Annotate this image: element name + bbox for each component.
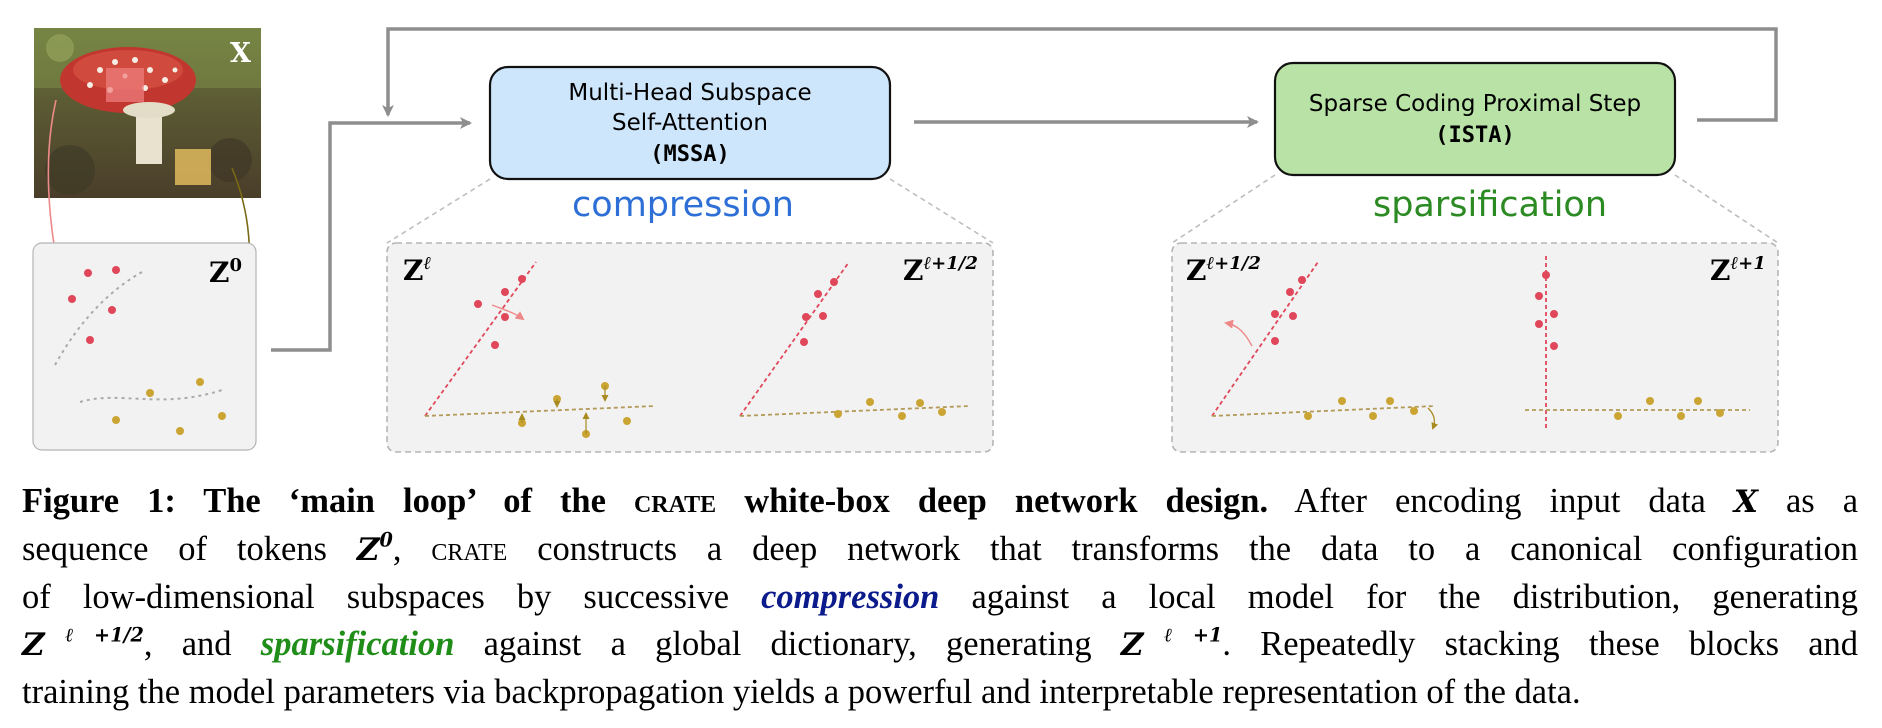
caption-compression-keyword: compression bbox=[761, 578, 940, 616]
red-patch-highlight bbox=[106, 68, 144, 102]
mssa-line1: Multi-Head Subspace bbox=[568, 80, 811, 106]
ista-block: Sparse Coding Proximal Step (ISTA) bbox=[1273, 61, 1677, 177]
caption-figure-label: Figure 1: The ‘main loop’ of the bbox=[22, 482, 606, 520]
caption-math-z-half: Zℓ+1/2 bbox=[22, 623, 144, 663]
mssa-panel-left-label: Zℓ bbox=[403, 253, 431, 287]
caption-sparsification-keyword: sparsification bbox=[260, 625, 455, 663]
yellow-patch-highlight bbox=[175, 149, 211, 185]
caption-text: as a bbox=[1785, 482, 1859, 520]
input-x-label: X bbox=[230, 38, 251, 69]
crate-main-loop-figure: X Z0 Multi-Head Subspace Self-Attention … bbox=[32, 27, 1779, 453]
ista-abbrev: (ISTA) bbox=[1435, 123, 1514, 148]
caption-text: of low-dimensional subspaces by successi… bbox=[22, 578, 730, 616]
caption-text: , and bbox=[143, 625, 232, 663]
caption-text: training the model parameters via backpr… bbox=[22, 673, 1581, 711]
loop-back-arrow bbox=[382, 27, 1778, 122]
input-to-mssa-arrow bbox=[271, 117, 472, 352]
caption-text: against a global dictionary, generating bbox=[483, 625, 1092, 663]
caption-text: . Repeatedly stacking these blocks and bbox=[1222, 625, 1859, 663]
ista-zoom-panel: Zℓ+1/2 Zℓ+1 bbox=[1171, 242, 1779, 453]
caption-text: against a local model for the distributi… bbox=[971, 578, 1858, 616]
input-image: X bbox=[34, 28, 261, 198]
mssa-zoom-panel: Zℓ Zℓ+1/2 bbox=[386, 242, 994, 453]
ista-line1: Sparse Coding Proximal Step bbox=[1309, 91, 1641, 117]
figure-caption: Figure 1: The ‘main loop’ of the crate w… bbox=[22, 478, 1858, 716]
caption-title-end: white-box deep network design. bbox=[744, 482, 1269, 520]
caption-text: After encoding input data bbox=[1294, 482, 1706, 520]
caption-line-1: Figure 1: The ‘main loop’ of the crate w… bbox=[22, 478, 1858, 526]
caption-line-5: training the model parameters via backpr… bbox=[22, 669, 1858, 716]
mssa-abbrev: (MSSA) bbox=[650, 142, 729, 167]
caption-text: constructs a deep network that transform… bbox=[537, 530, 1859, 568]
mssa-block: Multi-Head Subspace Self-Attention (MSSA… bbox=[488, 65, 892, 181]
mssa-panel-right-label: Zℓ+1/2 bbox=[903, 253, 978, 287]
caption-crate-2: crate bbox=[431, 530, 508, 568]
caption-math-z0: Z0 bbox=[356, 528, 393, 568]
caption-line-3: of low-dimensional subspaces by successi… bbox=[22, 574, 1858, 621]
sparsification-label: sparsification bbox=[1373, 185, 1607, 225]
z0-label: Z0 bbox=[209, 255, 242, 289]
caption-text: , bbox=[392, 530, 402, 568]
ista-panel-right-label: Zℓ+1 bbox=[1710, 253, 1766, 287]
z0-panel: Z0 bbox=[32, 242, 257, 451]
ista-panel-left-label: Zℓ+1/2 bbox=[1186, 253, 1261, 287]
caption-math-z-next: Zℓ+1 bbox=[1120, 623, 1223, 663]
mssa-line2: Self-Attention bbox=[612, 110, 768, 136]
caption-crate-1: crate bbox=[633, 482, 717, 520]
compression-label: compression bbox=[572, 185, 794, 225]
caption-line-4: Zℓ+1/2, and sparsification against a glo… bbox=[22, 621, 1858, 669]
caption-line-2: sequence of tokens Z0, crate constructs … bbox=[22, 526, 1858, 574]
caption-text: sequence of tokens bbox=[22, 530, 327, 568]
caption-math-x: X bbox=[1733, 484, 1758, 520]
